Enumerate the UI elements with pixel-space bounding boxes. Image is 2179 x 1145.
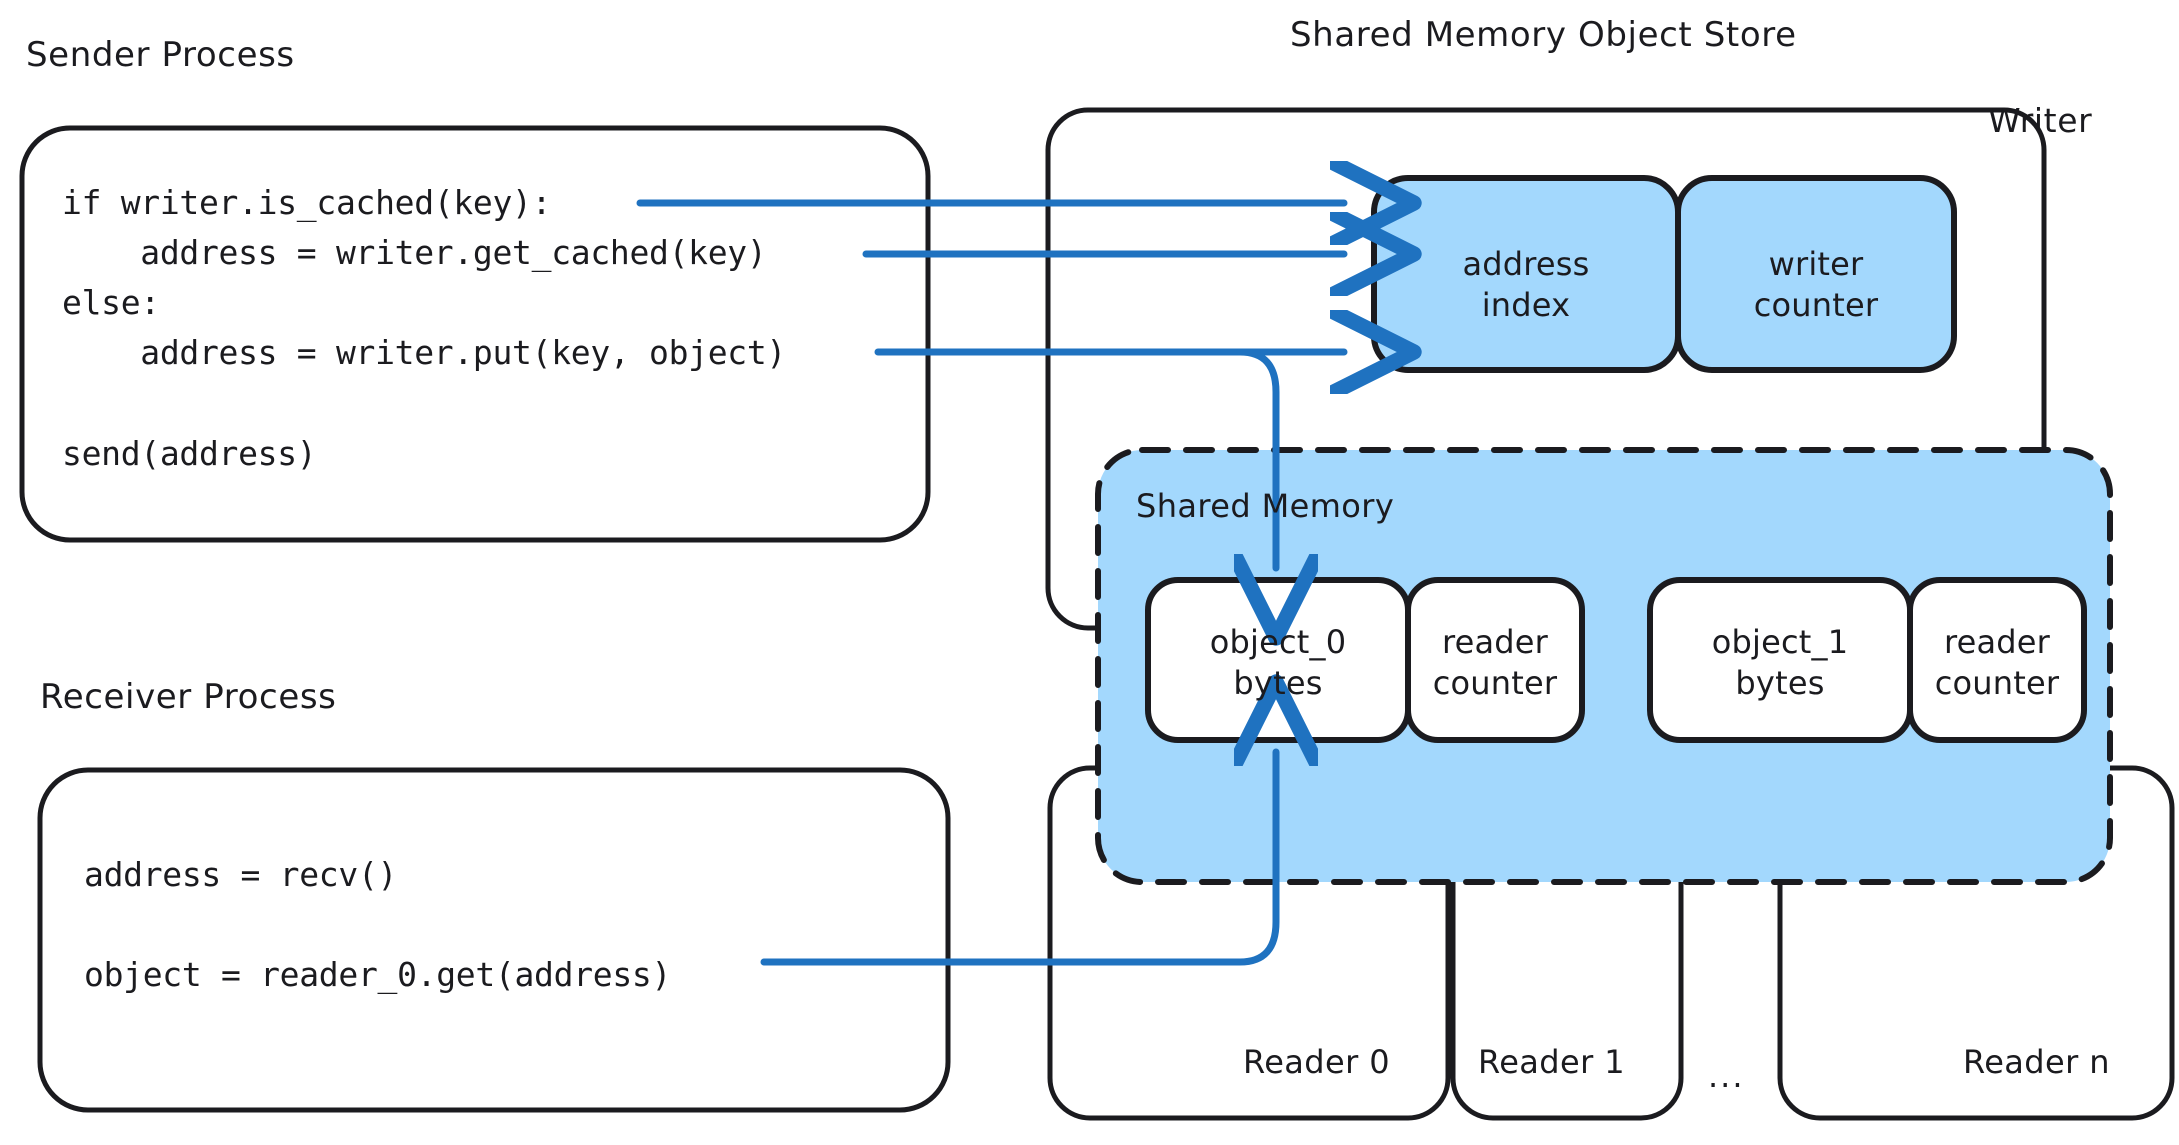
shared-memory-reader-counter-1: [1907, 577, 2087, 743]
shared-memory-reader-counter-1-line2: counter: [1934, 663, 2060, 702]
writer-cell-address-index-line2: index: [1481, 285, 1571, 324]
writer-cell-writer-counter-line1: writer: [1768, 245, 1864, 283]
arrow-put-to-object: [1240, 348, 1276, 568]
shared-memory-reader-counter-0-line2: counter: [1432, 663, 1558, 702]
shared-memory-object-0-line2: bytes: [1233, 663, 1323, 702]
reader-ellipsis: ...: [1708, 1057, 1745, 1095]
writer-cell-writer-counter-line2: counter: [1753, 285, 1879, 324]
arrow-reader-get: [760, 752, 1276, 966]
sender-process-box: [19, 125, 931, 543]
reader-label-1: Reader 1: [1478, 1043, 1625, 1081]
reader-label-0: Reader 0: [1243, 1043, 1390, 1081]
reader-label-n: Reader n: [1963, 1043, 2110, 1081]
receiver-process-box: [37, 767, 951, 1113]
shared-memory-object-0-line1: object_0: [1209, 623, 1347, 661]
shared-memory-object-1-line2: bytes: [1735, 663, 1825, 702]
shared-memory-reader-counter-0-line1: reader: [1441, 623, 1549, 661]
receiver-process-code: address = recv() object = reader_0.get(a…: [84, 855, 672, 995]
shared-memory-reader-counter-1-line1: reader: [1943, 623, 2051, 661]
receiver-process-title: Receiver Process: [40, 677, 337, 717]
shared-memory-label: Shared Memory: [1136, 487, 1395, 525]
writer-cell-writer-counter: [1675, 175, 1957, 373]
shared-memory-region: [1095, 447, 2113, 885]
sender-process-code: if writer.is_cached(key): address = writ…: [62, 183, 787, 473]
shared-memory-reader-counter-0: [1405, 577, 1585, 743]
shared-memory-object-1-line1: object_1: [1711, 623, 1849, 661]
writer-cell-address-index-line1: address: [1462, 245, 1590, 283]
sender-process-title: Sender Process: [26, 35, 295, 75]
object-store-title: Shared Memory Object Store: [1290, 15, 1797, 55]
writer-label: Writer: [1988, 101, 2093, 140]
